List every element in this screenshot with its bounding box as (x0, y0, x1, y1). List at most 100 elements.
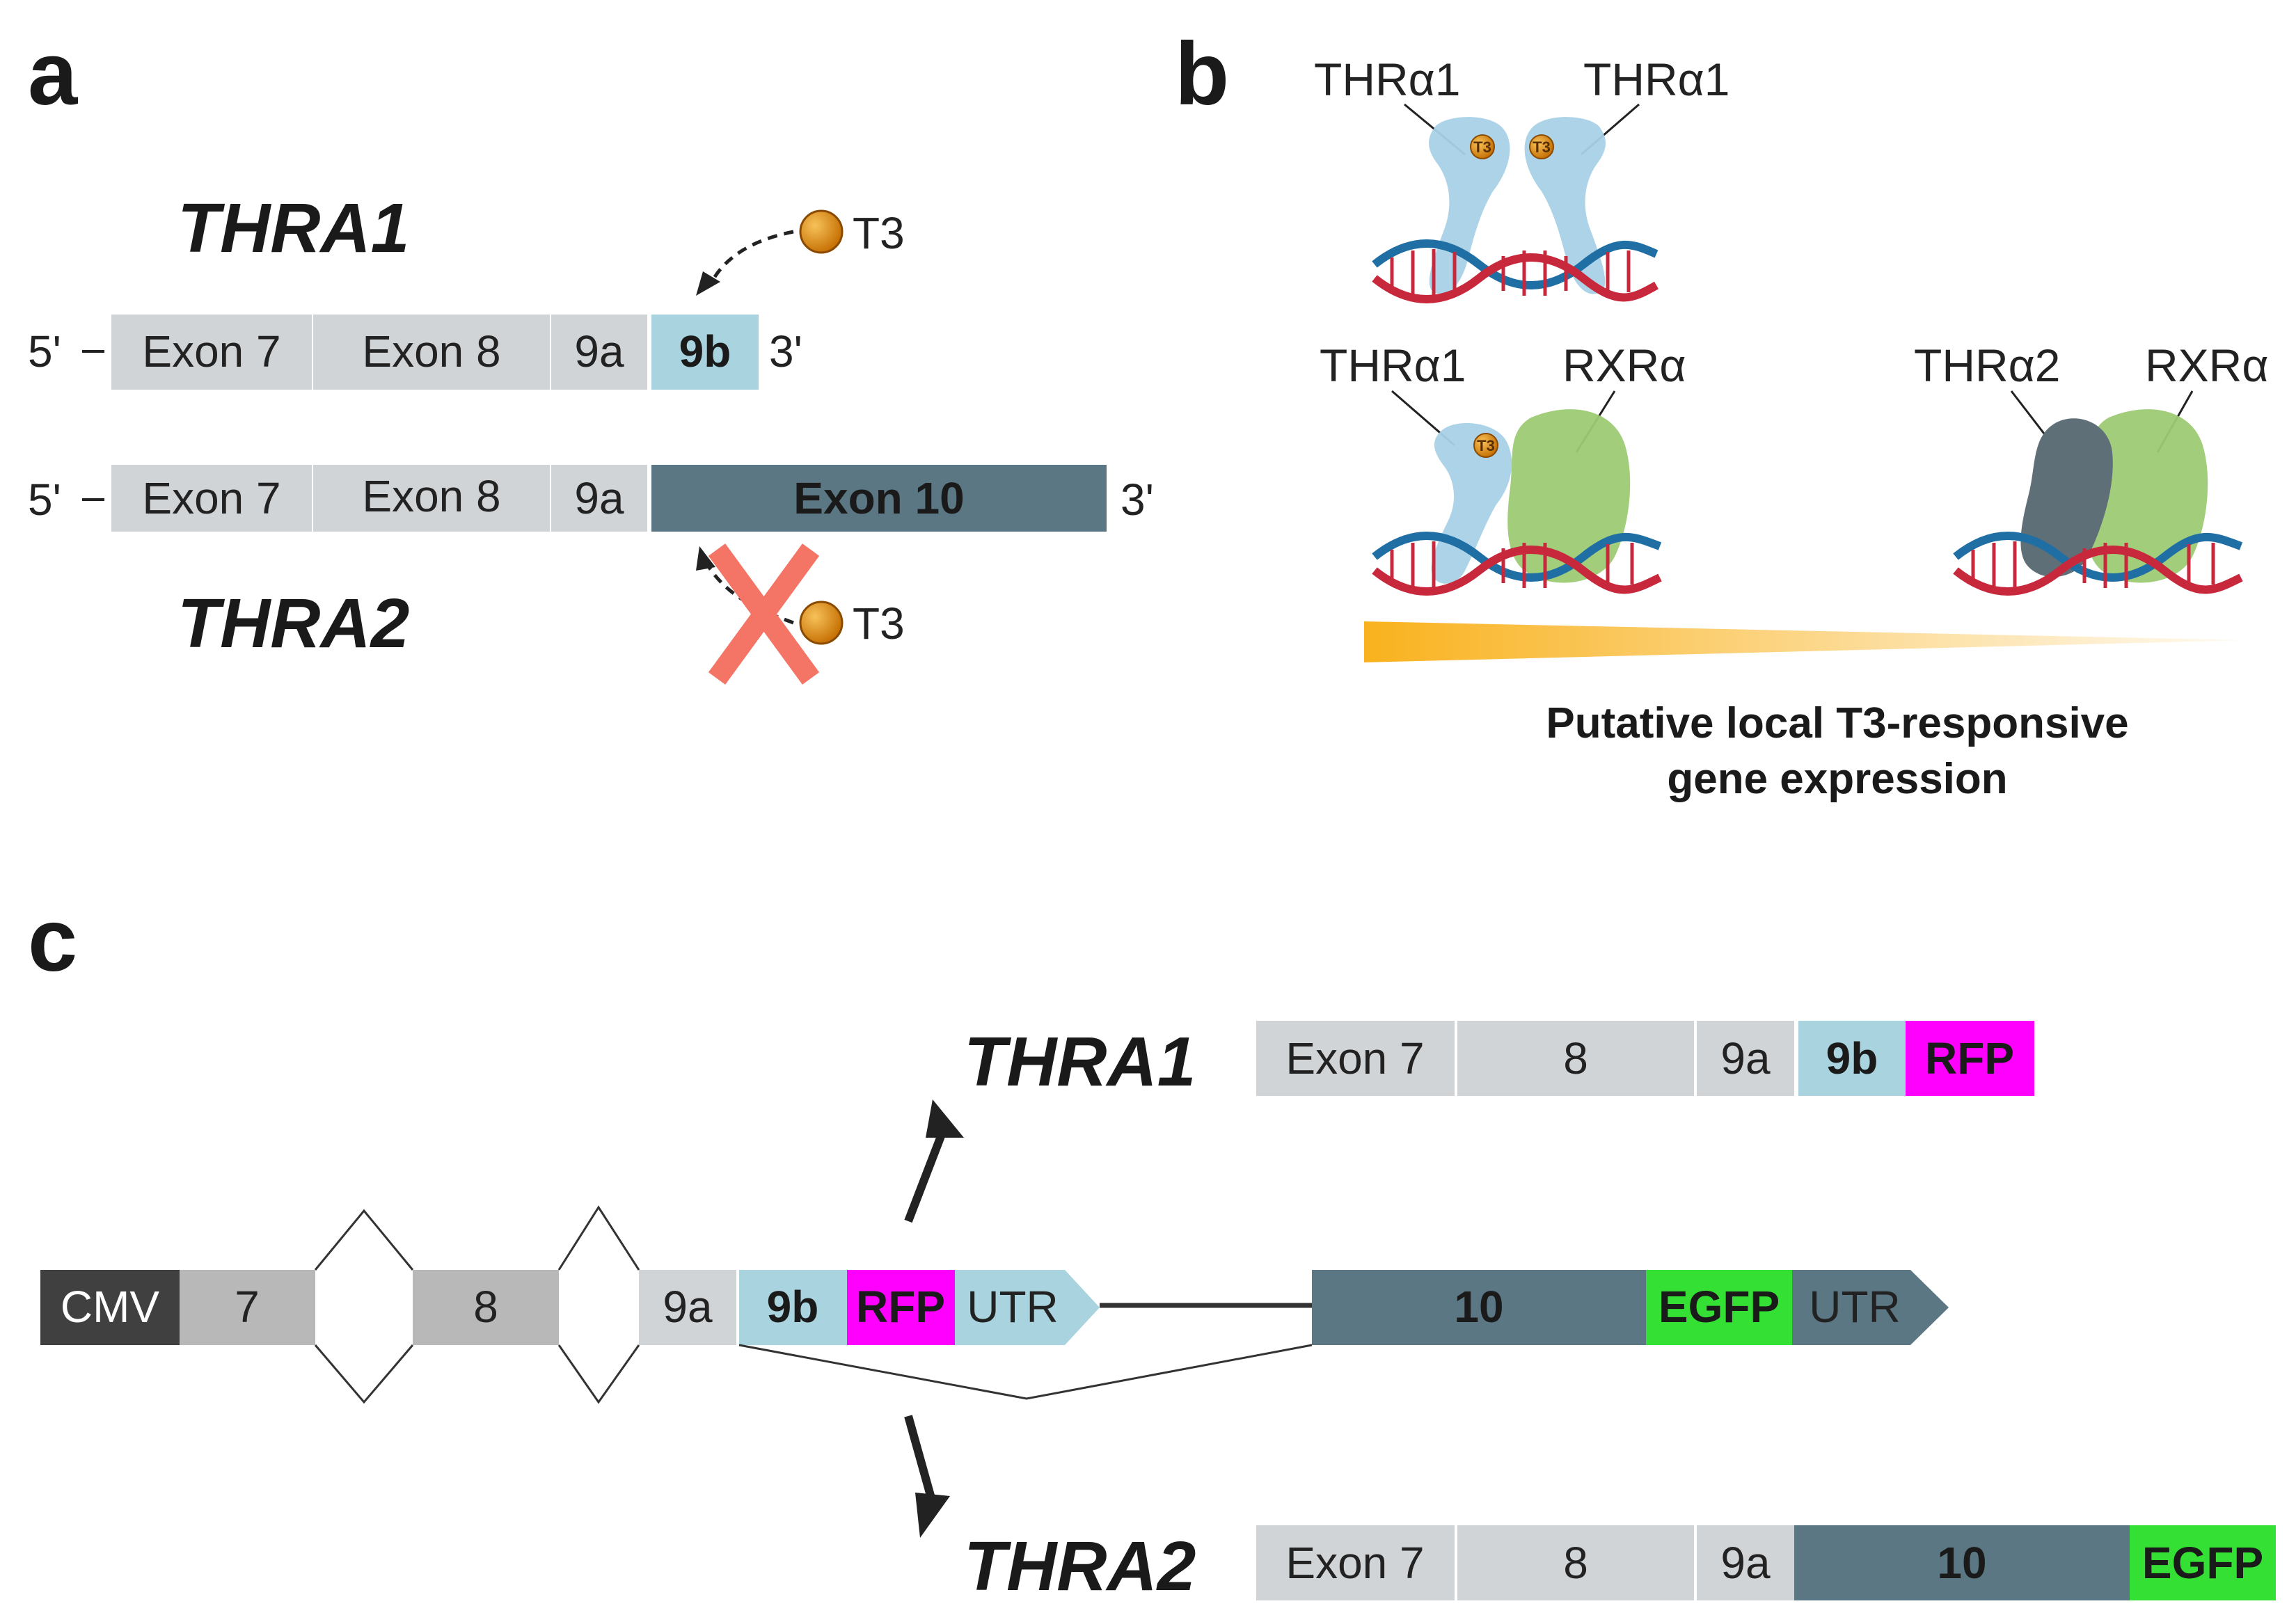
thra1-exon9b-label: 9b (679, 326, 731, 376)
thra2-exon9a-label: 9a (574, 473, 624, 523)
construct-exon8-label: 8 (473, 1282, 498, 1332)
cross-mark-line2 (708, 543, 820, 685)
thra1-exon8-label: Exon 8 (362, 326, 500, 376)
thra1-exon8-box (313, 315, 550, 390)
splice-9a-to-10 (738, 1344, 1313, 1400)
thra1-three-prime: 3' (769, 326, 802, 376)
panel-a-thra1-title: THRA1 (177, 189, 409, 267)
t3-label-thra2: T3 (853, 598, 905, 649)
construct-utr2-arrow (1792, 1270, 1949, 1345)
t3-binding-arrowhead (696, 271, 720, 296)
thra2-exon7-label: Exon 7 (142, 473, 280, 523)
panel-a-thra2-title: THRA2 (177, 585, 409, 662)
thra1-exon7-label: Exon 7 (142, 326, 280, 376)
construct-utr2-label: UTR (1809, 1282, 1901, 1332)
thra2-five-prime: 5' (28, 475, 61, 525)
t3-ball-thra2 (799, 601, 844, 645)
construct-exon9a-box (639, 1270, 736, 1345)
thra1-five-prime: 5' (28, 326, 61, 376)
c-thra1-exon7-box (1256, 1021, 1455, 1096)
t3-small-label-1: T3 (1473, 138, 1491, 156)
dna-helix-right (1953, 532, 2243, 596)
panel-b-caption-line2: gene expression (1667, 755, 2007, 803)
splice-down-7-8 (314, 1344, 414, 1404)
construct-exon10-label: 10 (1454, 1282, 1503, 1332)
construct-cmv-label: CMV (61, 1282, 160, 1332)
c-thra2-exon8-label: 8 (1563, 1538, 1588, 1588)
c-thra1-exon9b-label: 9b (1826, 1033, 1878, 1083)
panel-c-thra2-title: THRA2 (964, 1527, 1196, 1605)
c-thra2-exon10-box (1794, 1525, 2130, 1600)
arrow-to-thra2 (904, 1415, 937, 1504)
t3-response-gradient (1364, 621, 2248, 662)
thra2-exon10-label: Exon 10 (793, 473, 964, 523)
c-thra1-exon7-label: Exon 7 (1285, 1033, 1424, 1083)
right-rxr-label: RXRα (2145, 340, 2269, 391)
construct-utr1-arrow (955, 1270, 1100, 1345)
thra2-exon8-box (313, 465, 550, 532)
c-thra2-exon9a-box (1697, 1525, 1794, 1600)
c-thra1-exon9a-label: 9a (1720, 1033, 1771, 1083)
mid-left-rxr-label: RXRα (1562, 340, 1686, 391)
t3-blocked-arrowhead (696, 546, 715, 571)
t3-ball-thra1 (799, 209, 844, 254)
c-thra1-exon8-box (1457, 1021, 1694, 1096)
thra2-exon7-box (111, 465, 312, 532)
construct-egfp-label: EGFP (1658, 1282, 1780, 1332)
arrow-to-thra1-head (926, 1099, 964, 1138)
construct-exon7-box (180, 1270, 315, 1345)
arrow-to-thra1 (904, 1129, 947, 1223)
splice-down-8-9a (557, 1344, 640, 1404)
c-thra1-rfp-label: RFP (1925, 1033, 2014, 1083)
c-thra2-egfp-label: EGFP (2142, 1538, 2263, 1588)
c-thra2-exon7-box (1256, 1525, 1455, 1600)
construct-exon9b-box (739, 1270, 847, 1345)
thra2-three-prime: 3' (1121, 475, 1154, 525)
c-thra1-rfp-box (1906, 1021, 2034, 1096)
c-thra1-exon9a-box (1697, 1021, 1794, 1096)
t3-label-thra1: T3 (853, 208, 905, 258)
panel-b-letter: b (1175, 24, 1229, 124)
c-thra2-exon7-label: Exon 7 (1285, 1538, 1424, 1588)
construct-exon8-box (413, 1270, 559, 1345)
t3-small-label-2: T3 (1533, 138, 1551, 156)
splice-up-7-8 (314, 1209, 414, 1271)
top-right-thra1-label: THRα1 (1583, 54, 1730, 105)
mid-left-thra1-label: THRα1 (1320, 340, 1466, 391)
c-thra1-exon9b-box (1798, 1021, 1906, 1096)
construct-exon9b-label: 9b (767, 1282, 819, 1332)
thra2-exon9a-box (551, 465, 647, 532)
thra1-rxr-heterodimer: T3 (1431, 409, 1631, 584)
c-thra1-exon8-label: 8 (1563, 1033, 1588, 1083)
panel-c-letter: c (28, 891, 77, 990)
construct-egfp-box (1646, 1270, 1792, 1345)
construct-utr1-label: UTR (967, 1282, 1059, 1332)
panel-b-caption-line1: Putative local T3-responsive (1546, 699, 2128, 747)
arrow-to-thra2-head (915, 1493, 950, 1538)
thra1-exon9b-box (651, 315, 759, 390)
thra2-rxr-heterodimer (2020, 409, 2208, 583)
construct-exon10-box (1312, 1270, 1646, 1345)
construct-cmv-box (40, 1270, 180, 1345)
construct-rfp-label: RFP (856, 1282, 945, 1332)
thra2-exon10-box (651, 465, 1107, 532)
splice-up-8-9a (557, 1205, 640, 1271)
t3-small-label-3: T3 (1477, 437, 1495, 454)
dna-helix-middle-left (1372, 532, 1662, 596)
construct-exon9a-label: 9a (663, 1282, 713, 1332)
thra1-exon9a-box (551, 315, 647, 390)
c-thra2-exon10-label: 10 (1937, 1538, 1986, 1588)
c-thra2-exon9a-label: 9a (1720, 1538, 1771, 1588)
thra1-exon9a-label: 9a (574, 326, 624, 376)
construct-exon7-label: 7 (235, 1282, 260, 1332)
right-thra2-label: THRα2 (1914, 340, 2061, 391)
t3-binding-arrow (708, 230, 794, 287)
construct-rfp-box (847, 1270, 955, 1345)
thra2-exon8-label: Exon 8 (362, 471, 500, 521)
thra1-exon7-box (111, 315, 312, 390)
panel-a-letter: a (28, 24, 78, 124)
c-thra2-exon8-box (1457, 1525, 1694, 1600)
dna-helix-top (1372, 239, 1658, 303)
top-left-thra1-label: THRα1 (1314, 54, 1461, 105)
